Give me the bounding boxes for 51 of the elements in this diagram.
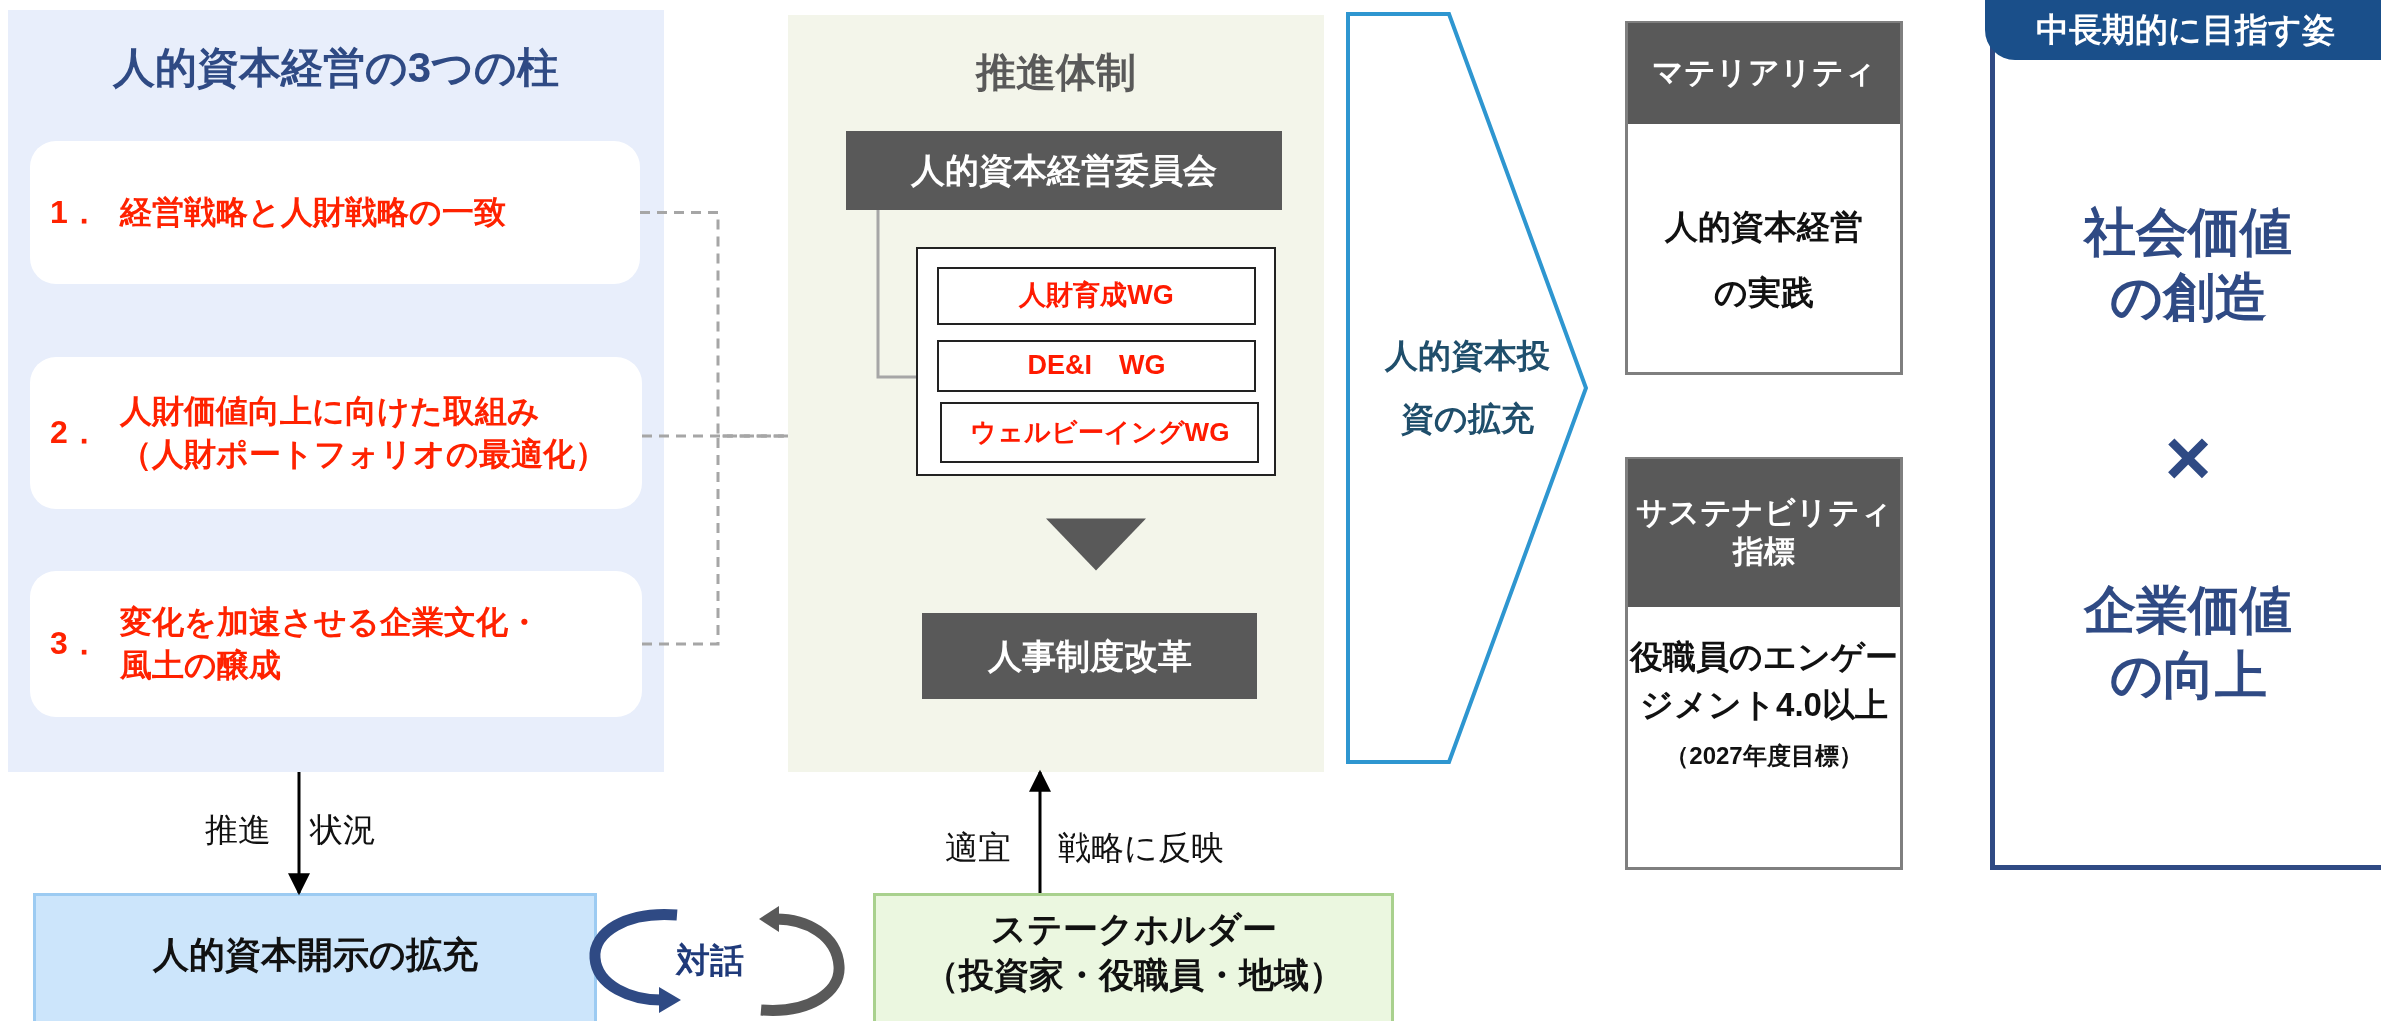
working-group-label: 人財育成WG [1019,279,1174,313]
reform-box [922,613,1257,699]
list-number: 3． [50,624,101,664]
panel-title: 人的資本経営の3つの柱 [112,43,560,93]
panel-background [8,10,664,772]
goal-text: 社会価値の創造 [2082,202,2293,328]
panel-title: 推進体制 [976,49,1136,96]
stakeholder-label: ステークホルダー（投資家・役職員・地域） [923,908,1344,996]
disclosure-box [33,893,597,1021]
card-header: マテリアリティ [1628,23,1900,124]
reform-label: 人事制度改革 [987,635,1192,677]
working-group-box [937,340,1256,392]
pillar-text: 経営戦略と人財戦略の一致 [120,192,507,232]
materiality-card [1625,21,1903,375]
arrow [288,772,310,896]
card-header: サステナビリティ指標 [1628,459,1900,607]
working-group-label: ウェルビーイングWG [969,415,1230,449]
card-text: 役職員のエンゲージメント4.0以上 [1628,637,1899,725]
pillar-card [30,357,642,509]
arrow [1029,769,1051,893]
committee-box [846,131,1282,210]
list-number: 1． [50,192,101,232]
goal-header: 中長期的に目指す姿 [1985,0,2381,60]
dashed-connector [642,434,788,438]
stakeholder-box [873,893,1394,1021]
pillar-card [30,141,640,284]
panel-background [788,15,1324,772]
chevron-shape [1346,12,1588,764]
working-group-box [937,267,1256,325]
down-arrow [1046,518,1146,571]
card-text: 人的資本経営の実践 [1663,207,1864,313]
committee-label: 人的資本経営委員会 [911,150,1217,192]
arrow-label: 適宜 [945,828,1011,868]
indicator-card [1625,457,1903,870]
group-box [916,247,1276,476]
dialogue-label: 対話 [676,940,744,981]
arrow-label: 状況 [310,810,376,850]
list-number: 2． [50,413,101,453]
goal-text: 企業価値の向上 [2082,580,2293,706]
connector-line [876,210,916,379]
multiply-sign: × [2163,412,2213,504]
chevron-label: 人的資本投資の拡充 [1383,336,1551,439]
pillar-text: 変化を加速させる企業文化・風土の醸成 [120,602,541,685]
disclosure-label: 人的資本開示の拡充 [152,933,478,977]
arrow-label: 戦略に反映 [1058,828,1224,868]
card-note: （2027年度目標） [1664,740,1864,771]
pillar-card [30,571,642,717]
pillar-text: 人財価値向上に向けた取組み（人財ポートフォリオの最適化） [120,391,608,474]
arrow-label: 推進 [205,810,271,850]
working-group-box [940,402,1259,463]
working-group-label: DE&I WG [1027,349,1166,383]
